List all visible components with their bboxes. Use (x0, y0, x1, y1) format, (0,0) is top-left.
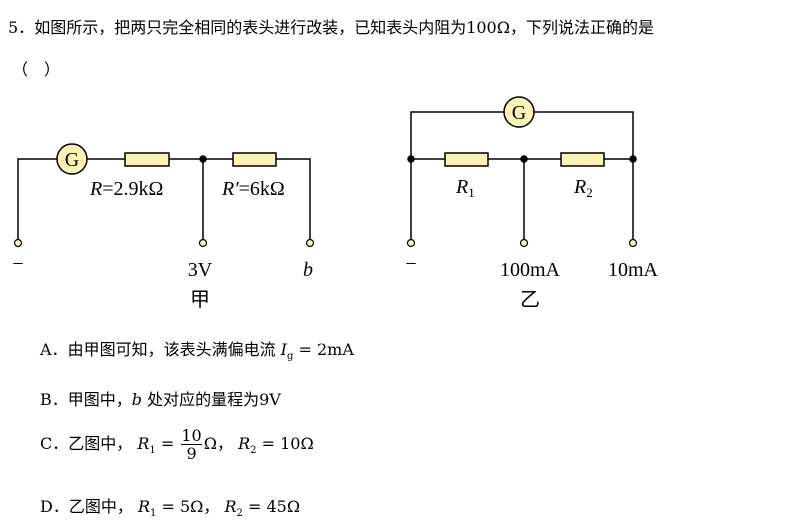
100ma-label: 100mA (500, 259, 561, 281)
caption-jia: 甲 (190, 289, 210, 311)
3v-label: 3V (188, 259, 213, 281)
sub-1: 1 (149, 445, 156, 457)
terminal-3v (198, 238, 208, 248)
wire (276, 158, 311, 243)
denominator: 9 (186, 444, 197, 463)
terminal-minus (406, 238, 416, 248)
r2-label: R2 (573, 176, 593, 200)
option-b[interactable]: B．甲图中，b 处对应的量程为9V (40, 386, 281, 410)
option-value: = 2mA (293, 340, 354, 359)
option-value: = 45Ω (242, 497, 301, 516)
question-number: 5． (8, 18, 35, 37)
option-letter: B． (40, 390, 68, 409)
circuit-jia (13, 143, 315, 248)
junction-dot (199, 155, 207, 163)
option-value: = 5Ω， (156, 497, 220, 516)
wire (534, 111, 634, 243)
resistor-r (124, 152, 170, 167)
resistor-r-prime (232, 152, 277, 167)
wire (17, 158, 57, 243)
option-text: 由甲图可知，该表头满偏电流 (67, 340, 276, 359)
numerator: 10 (181, 426, 202, 445)
option-text: 处对应的量程为9V (142, 390, 281, 409)
junction-dot (520, 155, 528, 163)
option-d[interactable]: D．乙图中， R1 = 5Ω， R2 = 45Ω (40, 493, 300, 519)
galvanometer-label: G (65, 149, 79, 171)
r-label: R=2.9kΩ (89, 178, 163, 200)
option-value: = 10Ω (256, 434, 314, 453)
var-i: I (280, 340, 287, 359)
var-r1: R (137, 434, 150, 453)
sub-1: 1 (150, 508, 157, 520)
circuit-yi (406, 96, 638, 248)
equals: = (155, 434, 180, 453)
var-r1: R (137, 497, 150, 516)
var-r2: R (224, 497, 237, 516)
galvanometer-icon (503, 96, 535, 128)
question-text: 如图所示，把两只完全相同的表头进行改装，已知表头内阻为100Ω，下列说法正确的是 (34, 18, 654, 37)
terminal-minus (13, 238, 23, 248)
option-text: 乙图中， (68, 497, 133, 516)
option-letter: A． (40, 340, 68, 359)
r1-label: R1 (455, 176, 475, 200)
junction-dot (407, 155, 415, 163)
answer-blank: （ ） (12, 60, 61, 79)
caption-yi: 乙 (520, 289, 540, 311)
option-letter: C． (40, 434, 69, 453)
minus-label: − (12, 253, 23, 275)
junction-dot (629, 155, 637, 163)
var-b: b (131, 390, 143, 409)
wire (410, 111, 504, 243)
10ma-label: 10mA (608, 259, 659, 281)
var-r2: R (238, 434, 251, 453)
option-letter: D． (40, 497, 69, 516)
minus-label: − (405, 253, 416, 275)
option-text: 乙图中， (68, 434, 133, 453)
resistor-r2 (560, 152, 605, 167)
sub-2: 2 (236, 508, 243, 520)
terminal-10ma (628, 238, 638, 248)
unit: Ω， (203, 434, 233, 453)
sub-2: 2 (250, 445, 257, 457)
resistor-r1 (444, 152, 489, 167)
sub-g: g (287, 351, 294, 363)
option-text: 甲图中， (67, 390, 132, 409)
terminal-b (305, 238, 315, 248)
terminal-100ma (519, 238, 529, 248)
galvanometer-label: G (512, 102, 526, 124)
b-label: b (303, 259, 313, 281)
option-a[interactable]: A．由甲图可知，该表头满偏电流 Ig = 2mA (40, 336, 354, 362)
galvanometer-icon (56, 143, 88, 175)
r-prime-label: R′=6kΩ (221, 178, 285, 200)
question-stem: 5．如图所示，把两只完全相同的表头进行改装，已知表头内阻为100Ω，下列说法正确… (8, 14, 654, 38)
